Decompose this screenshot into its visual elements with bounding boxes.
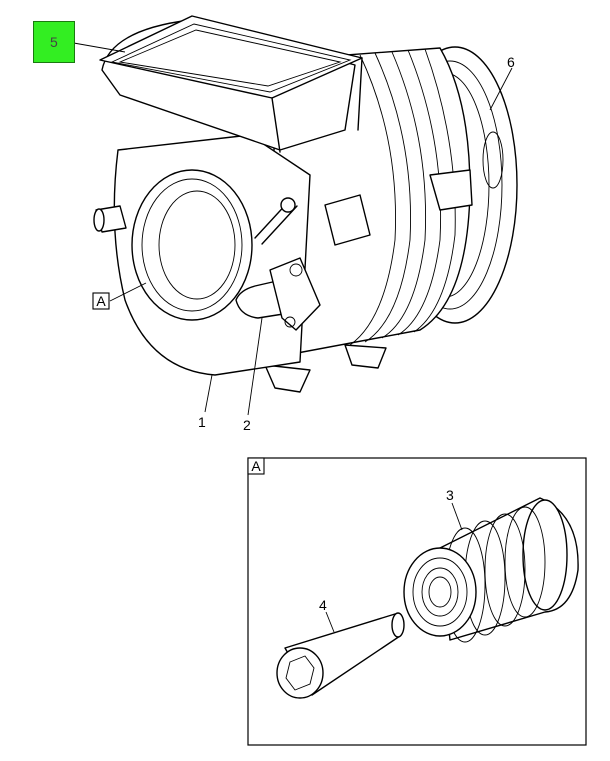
leader-lines bbox=[67, 41, 513, 416]
inlet-duct-seal bbox=[99, 15, 363, 153]
tapered-nozzle bbox=[276, 612, 405, 699]
air-cleaner-housing bbox=[93, 15, 518, 393]
vacuator-valve-clamp bbox=[235, 257, 321, 331]
callout-4: 4 bbox=[319, 597, 327, 613]
bellows-boot bbox=[403, 497, 579, 643]
callout-6: 6 bbox=[507, 54, 515, 70]
callout-2: 2 bbox=[243, 417, 251, 433]
detail-marker-a: A bbox=[92, 292, 110, 310]
callout-5[interactable]: 5 bbox=[50, 34, 58, 50]
inset-title: A bbox=[251, 458, 261, 474]
callout-3: 3 bbox=[446, 487, 454, 503]
detail-marker-text: A bbox=[96, 293, 106, 309]
callout-1: 1 bbox=[198, 414, 206, 430]
detail-inset-a: A 3 4 bbox=[247, 457, 587, 746]
highlighted-callout-box[interactable] bbox=[33, 21, 75, 63]
